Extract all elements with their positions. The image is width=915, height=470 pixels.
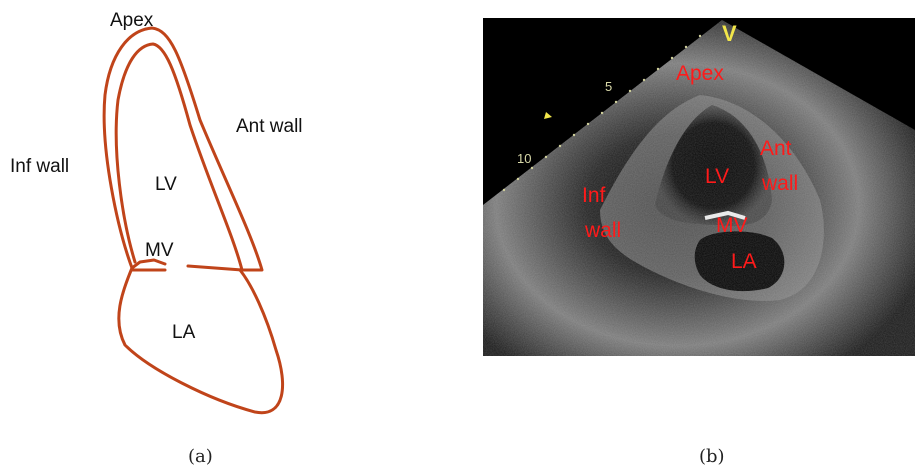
caption-b: (b) xyxy=(699,446,725,467)
mitral-valve-left xyxy=(132,260,165,268)
mv-label: MV xyxy=(145,240,174,261)
la-label: LA xyxy=(172,322,196,343)
echo-ant-wall-label: wall xyxy=(761,172,798,195)
echo-apex-label: Apex xyxy=(676,62,724,85)
echo-inf-label: Inf xyxy=(582,184,606,207)
echo-mv-label: MV xyxy=(716,214,748,237)
inner-lv-cavity xyxy=(116,44,242,270)
depth-marker-10: 10 xyxy=(517,151,531,166)
depth-marker-5: 5 xyxy=(605,79,612,94)
echo-panel: 5 10 V Apex LV Ant wall Inf wall MV LA (… xyxy=(450,0,915,470)
probe-orientation-marker: V xyxy=(722,21,737,46)
echo-lv-label: LV xyxy=(705,165,729,188)
ant-wall-label: Ant wall xyxy=(236,116,303,137)
inf-wall-label: Inf wall xyxy=(10,156,69,177)
echo-image: 5 10 V Apex LV Ant wall Inf wall MV LA (… xyxy=(450,0,915,470)
apex-label: Apex xyxy=(110,10,154,31)
lv-label: LV xyxy=(155,174,177,195)
left-atrium-outline xyxy=(119,268,283,413)
schematic-panel: Apex Ant wall Inf wall LV MV LA (a) xyxy=(0,0,450,470)
schematic-diagram: Apex Ant wall Inf wall LV MV LA (a) xyxy=(0,0,450,470)
echo-inf-wall-label: wall xyxy=(584,219,621,242)
caption-a: (a) xyxy=(188,446,213,467)
echo-la-label: LA xyxy=(731,250,757,273)
echo-ant-label: Ant xyxy=(760,137,792,160)
